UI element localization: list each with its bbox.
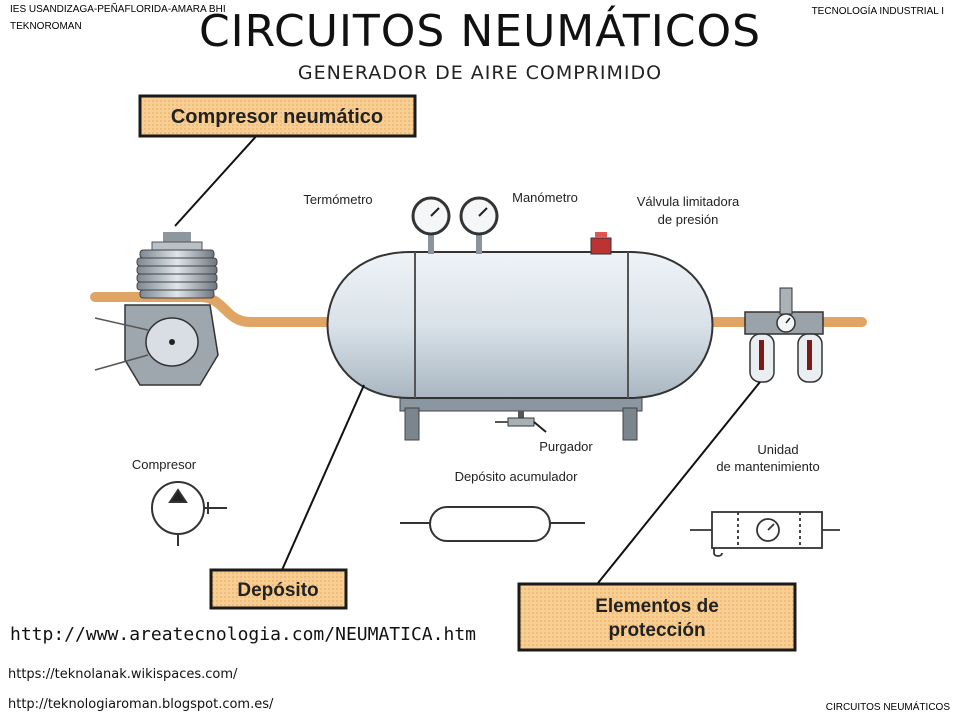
- compressor-symbol-label: Compresor: [132, 457, 197, 472]
- tank-callout-leader: [281, 384, 365, 571]
- protection-callout-label-line2: protección: [608, 620, 705, 641]
- source-url-main[interactable]: http://www.areatecnologia.com/NEUMATICA.…: [10, 624, 476, 645]
- drain-valve: [495, 411, 547, 433]
- maintenance-label-line1: Unidad: [757, 442, 798, 457]
- compressor-callout-box: [138, 94, 417, 138]
- footer-title: CIRCUITOS NEUMÁTICOS: [825, 702, 950, 713]
- pressure-valve: [590, 232, 612, 255]
- maintenance-symbol: [690, 511, 840, 557]
- manometer-label: Manómetro: [512, 190, 578, 205]
- course-name: TECNOLOGÍA INDUSTRIAL I: [811, 6, 944, 17]
- thermometer-label: Termómetro: [303, 192, 372, 207]
- compressor-machine: [94, 232, 219, 386]
- tank-callout-label: Depósito: [237, 580, 318, 601]
- valve-label-line2: de presión: [658, 212, 719, 227]
- tank-callout-box: [209, 568, 348, 610]
- maintenance-label-line2: de mantenimiento: [716, 459, 819, 474]
- manometer-gauge: [459, 196, 499, 254]
- thermometer-gauge: [411, 196, 451, 254]
- drain-label: Purgador: [539, 439, 593, 454]
- valve-label-line1: Válvula limitadora: [637, 194, 740, 209]
- storage-tank: [326, 251, 714, 441]
- compressor-symbol: [151, 481, 227, 546]
- page-title: CIRCUITOS NEUMÁTICOS: [198, 6, 762, 57]
- page-subtitle: GENERADOR DE AIRE COMPRIMIDO: [297, 62, 663, 84]
- author-name: TEKNOROMAN: [10, 21, 82, 32]
- protection-callout-box: [517, 582, 797, 652]
- maintenance-unit: [744, 287, 824, 383]
- tank-symbol: [400, 506, 585, 542]
- compressor-callout-leader: [174, 131, 261, 227]
- protection-callout-label-line1: Elementos de: [595, 596, 719, 617]
- school-name: IES USANDIZAGA-PEÑAFLORIDA-AMARA BHI: [10, 4, 226, 15]
- protection-callout-leader: [597, 381, 761, 584]
- source-url-wiki[interactable]: https://teknolanak.wikispaces.com/: [8, 667, 238, 682]
- air-generator-diagram: Compresor neumático Termómetro Manómetro…: [90, 94, 867, 652]
- tank-symbol-label: Depósito acumulador: [455, 469, 579, 484]
- compressor-callout-label: Compresor neumático: [171, 106, 383, 128]
- source-url-blog[interactable]: http://teknologiaroman.blogspot.com.es/: [8, 697, 274, 712]
